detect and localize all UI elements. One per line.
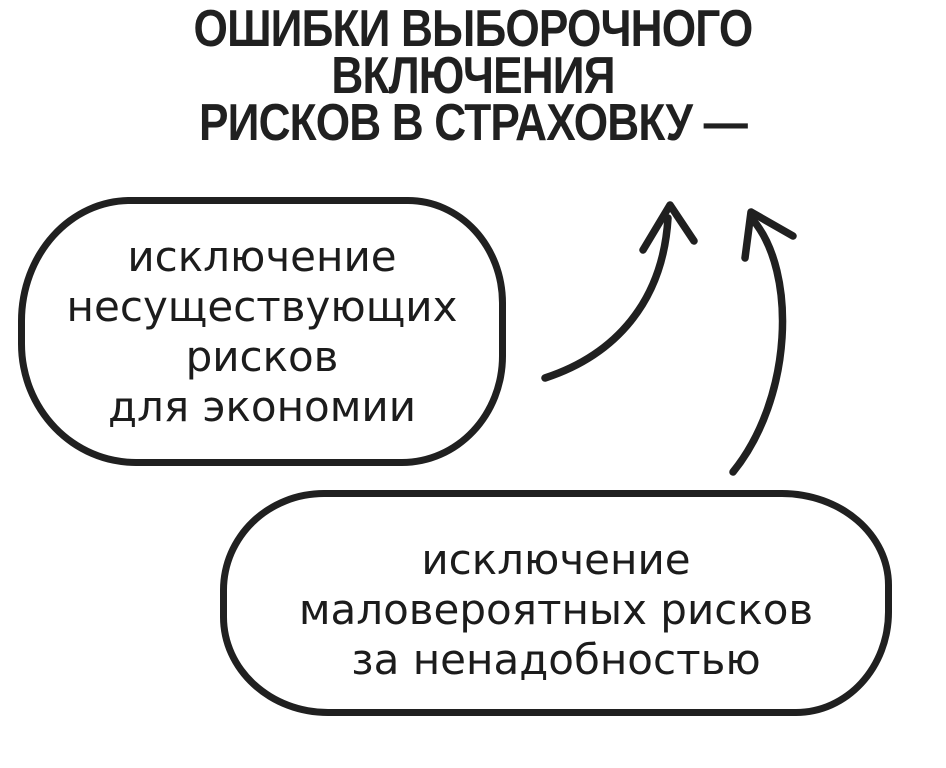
- bubble-nonexistent-risks: исключение несуществующих рисков для эко…: [18, 197, 506, 466]
- bubble-text-line: исключение: [421, 535, 691, 584]
- bubble-text-line: исключение: [127, 231, 397, 281]
- title-line-2: ВКЛЮЧЕНИЯ: [331, 47, 615, 105]
- bubble-text-line: рисков: [185, 331, 339, 381]
- arrowhead-icon: [741, 208, 797, 262]
- curved-up-arrow-icon: [541, 214, 672, 382]
- title-line-1: ОШИБКИ ВЫБОРОЧНОГО: [193, 0, 754, 58]
- bubble-text-line: за ненадобностью: [351, 635, 761, 684]
- bubble-text-line: несуществующих: [66, 281, 458, 331]
- title-line-3: РИСКОВ В СТРАХОВКУ —: [199, 94, 748, 152]
- curved-up-arrow-icon: [729, 216, 787, 476]
- arrowhead-icon: [639, 201, 698, 254]
- page-title: ОШИБКИ ВЫБОРОЧНОГО ВКЛЮЧЕНИЯ РИСКОВ В СТ…: [71, 0, 875, 152]
- bubble-text-line: для экономии: [107, 381, 417, 431]
- bubble-unlikely-risks: исключение маловероятных рисков за ненад…: [220, 490, 892, 716]
- bubble-text-line: маловероятных рисков: [298, 585, 814, 634]
